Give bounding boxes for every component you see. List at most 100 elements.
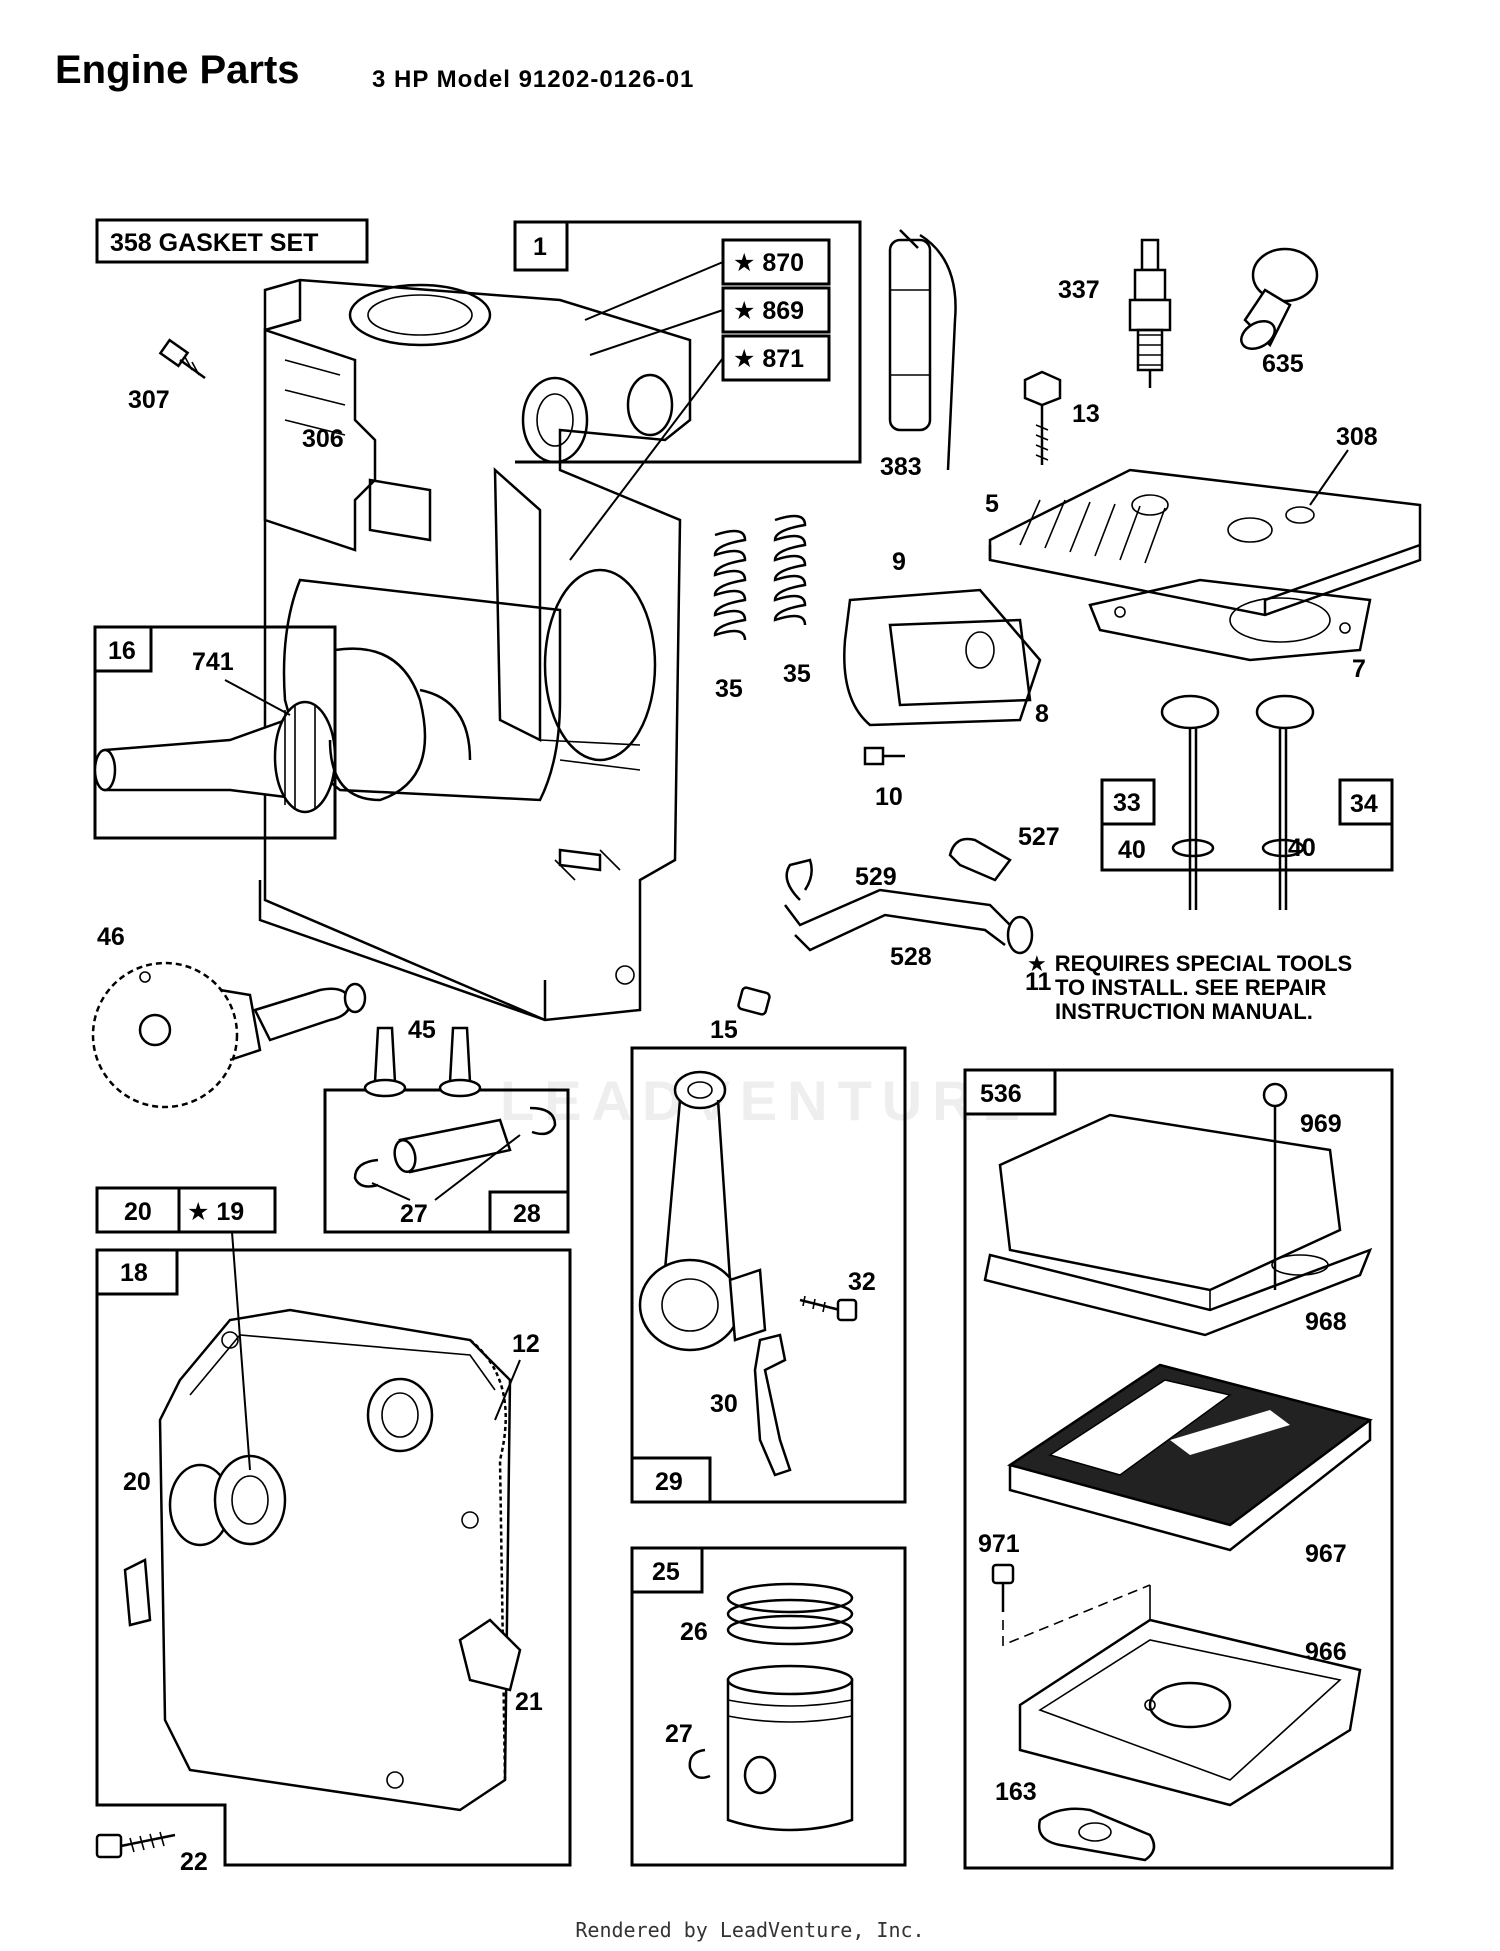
label-383: 383 — [880, 453, 922, 481]
tag-1[interactable]: 1 — [513, 220, 569, 272]
label-35-left: 35 — [715, 675, 743, 703]
label-307: 307 — [128, 386, 170, 414]
label-27-clip: 27 — [665, 1720, 693, 1748]
tag-870[interactable]: ★ 870 — [721, 238, 831, 286]
clamp-527[interactable] — [948, 837, 1012, 882]
connecting-rod-29[interactable] — [638, 1070, 767, 1352]
svg-text:28: 28 — [513, 1200, 541, 1228]
svg-text:★ 870: ★ 870 — [733, 249, 804, 277]
label-27-clips: 27 — [400, 1200, 428, 1228]
svg-text:20: 20 — [124, 1198, 152, 1226]
gasket-set-tag[interactable]: 358 GASKET SET — [95, 218, 369, 264]
label-527: 527 — [1018, 823, 1060, 851]
air-cleaner-frame — [963, 1068, 1394, 1870]
svg-text:16: 16 — [108, 637, 136, 665]
cylinder-head-308[interactable] — [988, 468, 1422, 617]
label-635: 635 — [1262, 350, 1304, 378]
cylinder-block-306[interactable] — [258, 278, 692, 1022]
label-967: 967 — [1305, 1540, 1347, 1568]
bolt-22[interactable] — [95, 1831, 176, 1859]
screw-969[interactable] — [1262, 1082, 1288, 1290]
tag-28[interactable]: 28 — [488, 1190, 570, 1234]
tag-20[interactable]: 20 — [95, 1186, 181, 1234]
piston-frame — [630, 1546, 907, 1867]
svg-text:34: 34 — [1350, 790, 1378, 818]
label-26: 26 — [680, 1618, 708, 1646]
air-filter-967[interactable] — [1007, 1363, 1373, 1552]
tag-16[interactable]: 16 — [93, 625, 153, 673]
screw-307[interactable] — [158, 338, 206, 380]
spark-plug-337[interactable] — [1128, 238, 1172, 388]
clip-27b[interactable] — [688, 1748, 711, 1779]
spark-boot-635[interactable] — [1236, 247, 1319, 354]
label-20: 20 — [123, 1468, 151, 1496]
tag-18[interactable]: 18 — [95, 1248, 179, 1296]
cylinder-group-frame — [515, 220, 862, 464]
label-969: 969 — [1300, 1110, 1342, 1138]
svg-text:536: 536 — [980, 1080, 1022, 1108]
label-971: 971 — [978, 1530, 1020, 1558]
label-741: 741 — [192, 648, 234, 676]
label-337: 337 — [1058, 276, 1100, 304]
label-968: 968 — [1305, 1308, 1347, 1336]
label-46: 46 — [97, 923, 125, 951]
cam-gear-46[interactable] — [91, 961, 367, 1109]
label-528: 528 — [890, 943, 932, 971]
watermark: LEADVENTURE — [500, 1069, 1031, 1132]
clip-27a[interactable] — [353, 1106, 557, 1188]
model-subtitle: 3 HP Model 91202-0126-01 — [372, 66, 695, 93]
gasket-set-label: 358 GASKET SET — [110, 229, 318, 257]
tag-29[interactable]: 29 — [630, 1456, 712, 1504]
label-7: 7 — [1352, 655, 1366, 683]
piston-25[interactable] — [726, 1582, 854, 1832]
air-cleaner-base-966[interactable] — [1018, 1618, 1362, 1807]
valve-34[interactable] — [1255, 694, 1315, 910]
valve-33[interactable] — [1160, 694, 1220, 910]
tag-33[interactable]: 33 — [1100, 778, 1156, 826]
head-gasket-7[interactable] — [1088, 578, 1372, 662]
plug-15[interactable] — [737, 986, 771, 1016]
gasket-163[interactable] — [1037, 1807, 1156, 1862]
label-30: 30 — [710, 1390, 738, 1418]
page-title: Engine Parts — [55, 48, 300, 92]
tag-536[interactable]: 536 — [963, 1068, 1057, 1116]
svg-text:29: 29 — [655, 1468, 683, 1496]
svg-text:18: 18 — [120, 1259, 148, 1287]
screw-10[interactable] — [863, 746, 905, 766]
label-45: 45 — [408, 1016, 436, 1044]
label-11: 11 — [1025, 968, 1052, 996]
tag-869[interactable]: ★ 869 — [721, 286, 831, 334]
bolt-13[interactable] — [1023, 370, 1062, 465]
valve-spring-35a[interactable] — [713, 529, 747, 641]
valve-spring-35b[interactable] — [773, 514, 807, 626]
crankcase-cover-18[interactable] — [123, 1308, 522, 1812]
star-icon: ★ — [1027, 951, 1047, 976]
tappet-45b[interactable] — [438, 1026, 482, 1098]
label-163: 163 — [995, 1778, 1037, 1806]
label-15: 15 — [710, 1016, 738, 1044]
crankshaft-16[interactable] — [93, 647, 472, 814]
wrist-pin-28[interactable] — [392, 1118, 512, 1174]
armature-383[interactable] — [888, 229, 957, 471]
tag-34[interactable]: 34 — [1338, 778, 1394, 826]
tag-871[interactable]: ★ 871 — [721, 334, 831, 382]
screw-971[interactable] — [991, 1563, 1015, 1612]
breather-8[interactable] — [843, 588, 1042, 727]
label-8: 8 — [1035, 700, 1049, 728]
svg-text:33: 33 — [1113, 789, 1141, 817]
dipper-30[interactable] — [753, 1333, 792, 1477]
rod-bolt-32[interactable] — [799, 1295, 858, 1322]
breather-tube-528[interactable] — [784, 858, 1034, 955]
tag-25[interactable]: 25 — [630, 1546, 704, 1594]
label-21: 21 — [515, 1688, 543, 1716]
label-40-left: 40 — [1118, 836, 1146, 864]
svg-text:★ 869: ★ 869 — [733, 297, 804, 325]
tappet-45a[interactable] — [363, 1026, 407, 1098]
label-5: 5 — [985, 490, 999, 518]
footer-credit: Rendered by LeadVenture, Inc. — [575, 1918, 925, 1942]
label-308: 308 — [1336, 423, 1378, 451]
label-529: 529 — [855, 863, 897, 891]
tag-19[interactable]: ★ 19 — [177, 1186, 277, 1234]
air-cleaner-cover-968[interactable] — [983, 1113, 1373, 1337]
